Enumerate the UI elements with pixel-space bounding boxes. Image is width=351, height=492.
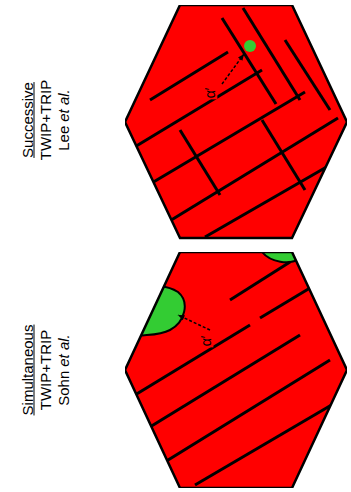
heading-line: Simultaneous bbox=[19, 325, 36, 416]
grain-illustration bbox=[125, 252, 347, 488]
heading-text: et al. bbox=[55, 334, 72, 367]
heading-line: TWIP+TRIP bbox=[37, 80, 54, 160]
grain-hexagon: α′ bbox=[125, 252, 347, 488]
phase-label: α′ bbox=[199, 335, 213, 348]
heading-text: et al. bbox=[55, 89, 72, 122]
heading-line: TWIP+TRIP bbox=[37, 330, 54, 410]
heading-line: Sohn et al. bbox=[55, 334, 72, 406]
heading-text: TWIP+TRIP bbox=[37, 80, 54, 160]
heading-line: Lee et al. bbox=[55, 89, 72, 151]
heading-line: Successive bbox=[19, 82, 36, 158]
heading-text: Successive bbox=[19, 82, 36, 158]
heading-text: Sohn bbox=[55, 371, 72, 406]
grain-hexagon: α′ bbox=[125, 5, 347, 240]
heading-text: TWIP+TRIP bbox=[37, 330, 54, 410]
heading-text: Lee bbox=[55, 126, 72, 151]
grain-illustration bbox=[125, 5, 347, 240]
heading-text: Simultaneous bbox=[19, 325, 36, 416]
phase-label: α′ bbox=[203, 87, 217, 100]
